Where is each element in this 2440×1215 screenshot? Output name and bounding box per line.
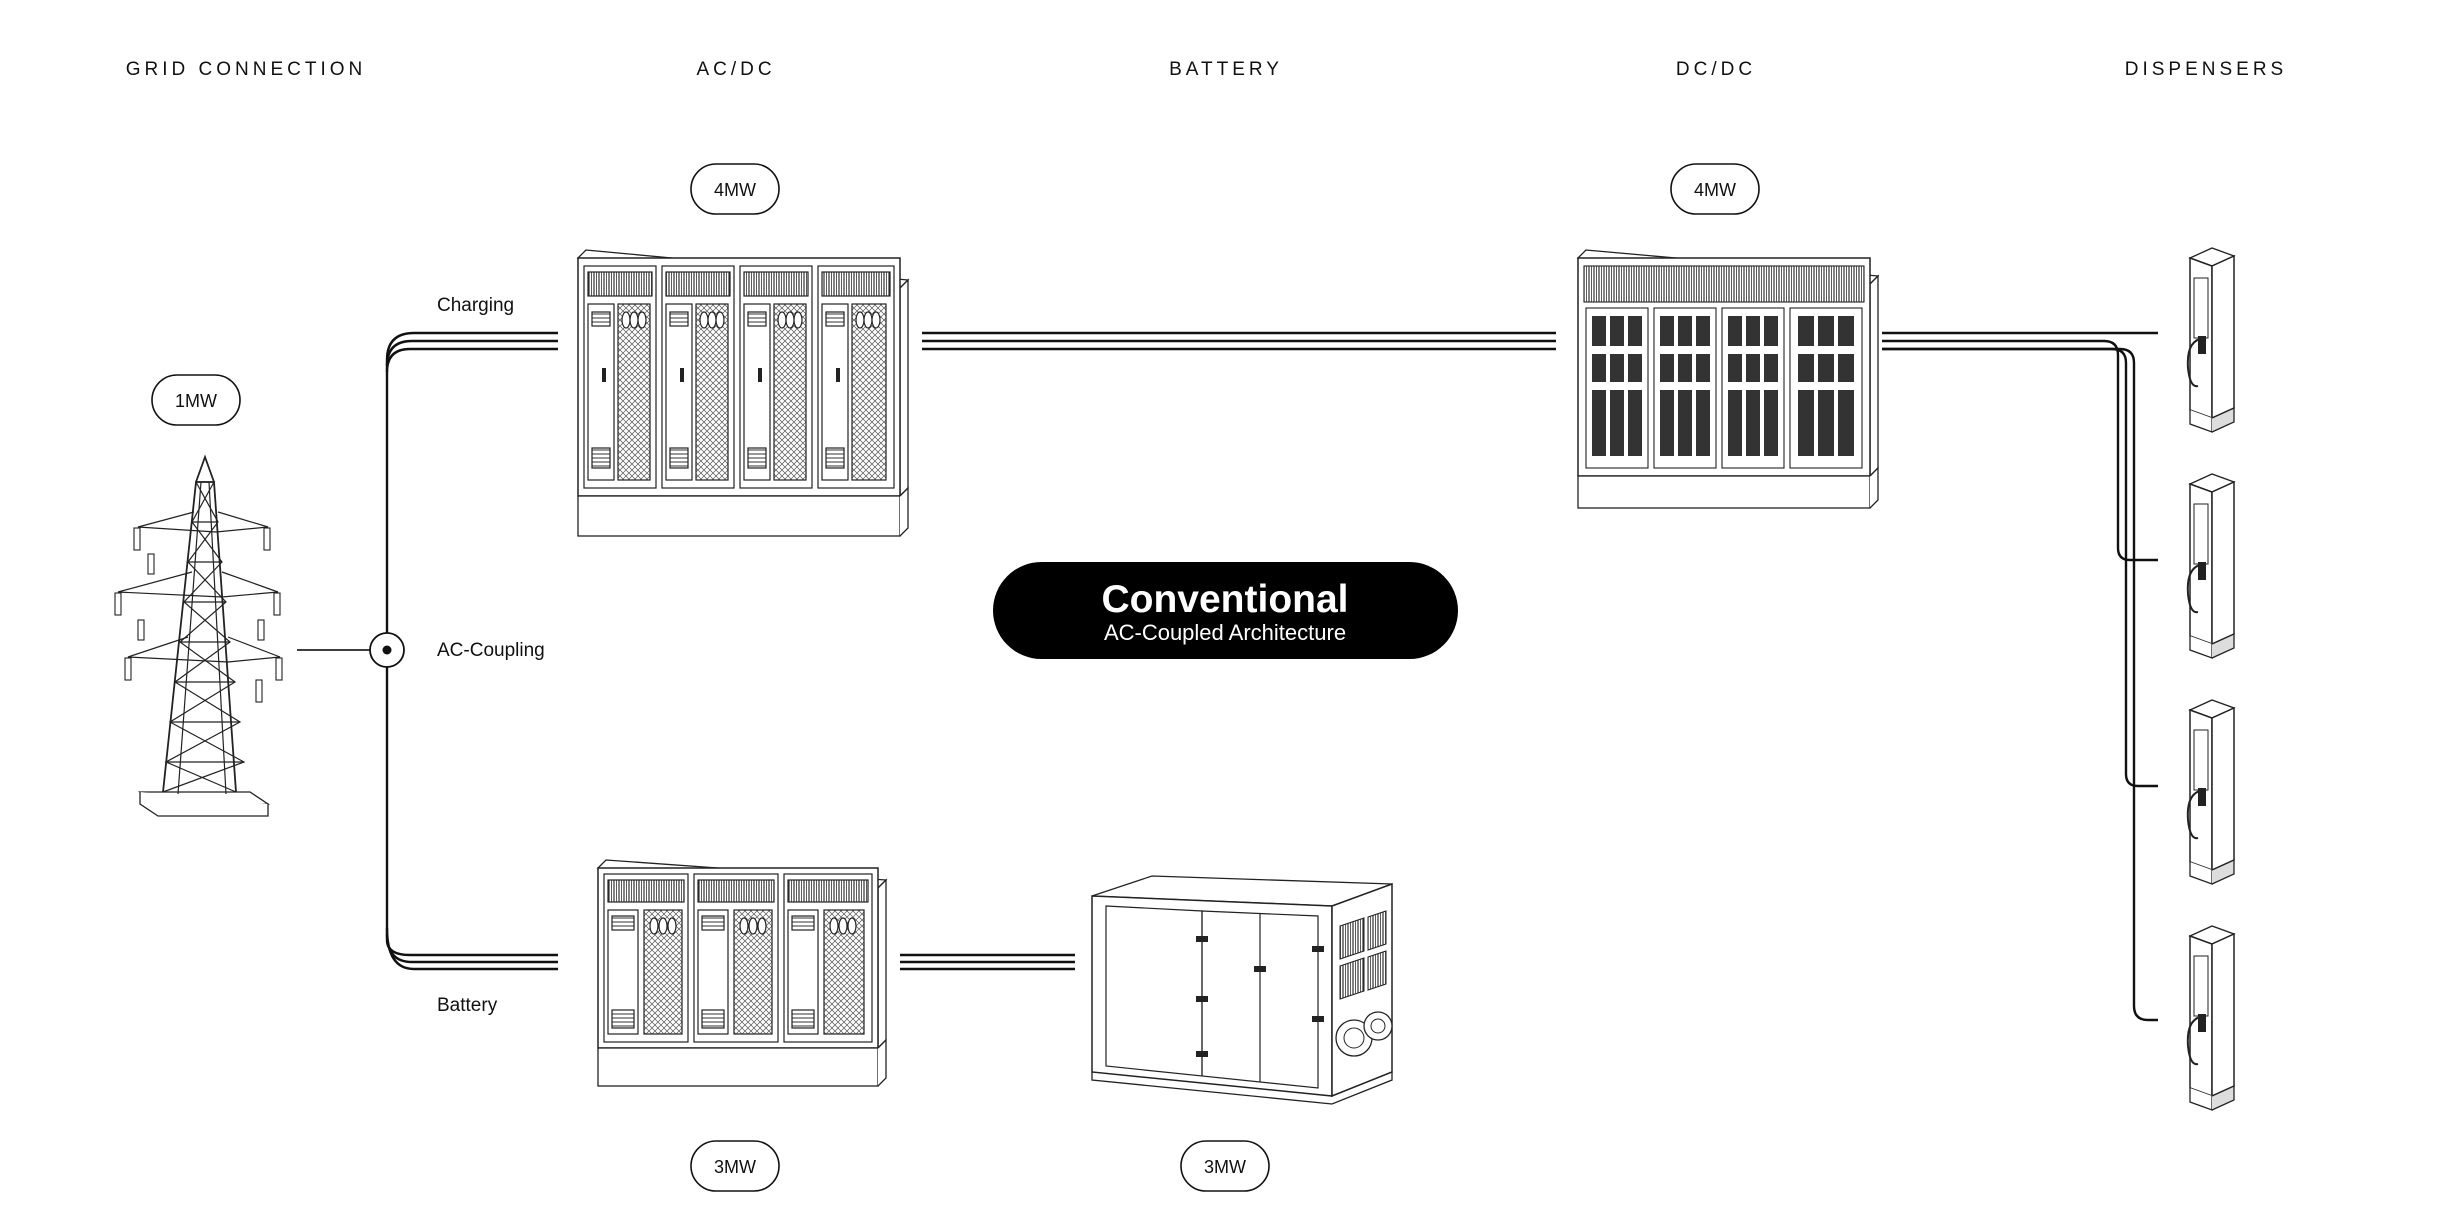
dcdc-converter-cabinet-icon (1576, 249, 1880, 509)
battery-link-lines (900, 953, 1075, 971)
rating-pill-acdc-battery-text: 3MW (714, 1157, 756, 1177)
rating-pill-battery: 3MW (1180, 1140, 1270, 1192)
architecture-title: Conventional (1101, 578, 1348, 621)
battery-container-icon (1091, 875, 1393, 1105)
column-heading-acdc: AC/DC (696, 59, 775, 80)
grid-feed-line (297, 360, 405, 940)
charging-dispenser-icon (2186, 925, 2236, 1111)
rating-pill-acdc-battery: 3MW (690, 1140, 780, 1192)
column-heading-dcdc: DC/DC (1676, 59, 1756, 80)
architecture-title-banner: Conventional AC-Coupled Architecture (993, 562, 1458, 659)
dispenser-feed-lines (1882, 331, 2158, 1022)
charging-dispenser-icon (2186, 247, 2236, 433)
label-charging: Charging (437, 295, 514, 316)
architecture-subtitle: AC-Coupled Architecture (1104, 620, 1346, 645)
rating-pill-grid-text: 1MW (175, 391, 217, 411)
rating-pill-grid: 1MW (151, 374, 241, 426)
charging-dispenser-icon (2186, 473, 2236, 659)
transmission-tower-icon (114, 454, 283, 817)
charging-feed-lines (385, 331, 558, 373)
column-heading-battery: BATTERY (1169, 59, 1283, 80)
rating-pill-acdc-charging-text: 4MW (714, 180, 756, 200)
charging-dispenser-icon (2186, 699, 2236, 885)
rating-pill-dcdc: 4MW (1670, 163, 1760, 215)
column-heading-dispensers: DISPENSERS (2125, 59, 2287, 80)
rating-pill-acdc-charging: 4MW (690, 163, 780, 215)
label-battery: Battery (437, 995, 498, 1016)
inverter-cabinet-icon (576, 249, 910, 537)
label-ac-coupling: AC-Coupling (437, 640, 545, 661)
battery-inverter-cabinet-icon (596, 859, 888, 1087)
rating-pill-dcdc-text: 4MW (1694, 180, 1736, 200)
battery-feed-lines (385, 927, 558, 971)
column-heading-grid: GRID CONNECTION (126, 59, 367, 80)
dc-bus-lines (922, 331, 1556, 351)
rating-pill-battery-text: 3MW (1204, 1157, 1246, 1177)
